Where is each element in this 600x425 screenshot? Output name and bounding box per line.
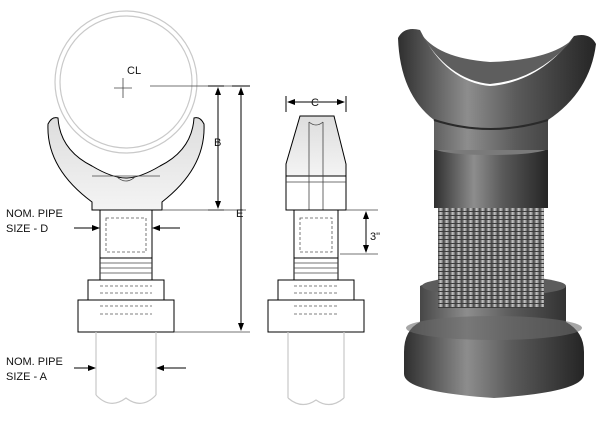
dimension-e: E xyxy=(174,85,250,333)
svg-text:3": 3" xyxy=(370,231,380,243)
svg-text:SIZE - D: SIZE - D xyxy=(6,223,48,235)
front-stem xyxy=(99,209,153,259)
callout-pipe-size-a: NOM. PIPE SIZE - A xyxy=(6,356,186,383)
saddle-casting xyxy=(47,117,205,211)
front-thread-band xyxy=(99,257,153,281)
photo-threaded-stem xyxy=(438,206,544,308)
front-pipe-below xyxy=(95,332,157,395)
svg-text:E: E xyxy=(236,208,243,220)
front-view: CL xyxy=(47,10,245,404)
front-base-upper xyxy=(87,279,165,301)
product-photo-pipe-saddle-stand xyxy=(398,29,596,398)
svg-text:NOM. PIPE: NOM. PIPE xyxy=(6,208,63,220)
svg-text:B: B xyxy=(214,137,221,149)
dimension-three-inch: 3" xyxy=(340,209,380,255)
centerline-label: CL xyxy=(127,65,141,77)
svg-text:NOM. PIPE: NOM. PIPE xyxy=(6,356,63,368)
pipe-outline-circle xyxy=(54,10,198,154)
svg-text:C: C xyxy=(311,97,319,109)
photo-saddle xyxy=(398,29,596,150)
dimension-c: C xyxy=(285,96,347,112)
photo-collar xyxy=(434,148,548,208)
front-base-lower xyxy=(77,299,175,333)
dimension-b: B xyxy=(208,85,224,211)
svg-text:SIZE - A: SIZE - A xyxy=(6,371,48,383)
side-view xyxy=(267,115,365,406)
callout-pipe-size-d: NOM. PIPE SIZE - D xyxy=(6,208,180,235)
